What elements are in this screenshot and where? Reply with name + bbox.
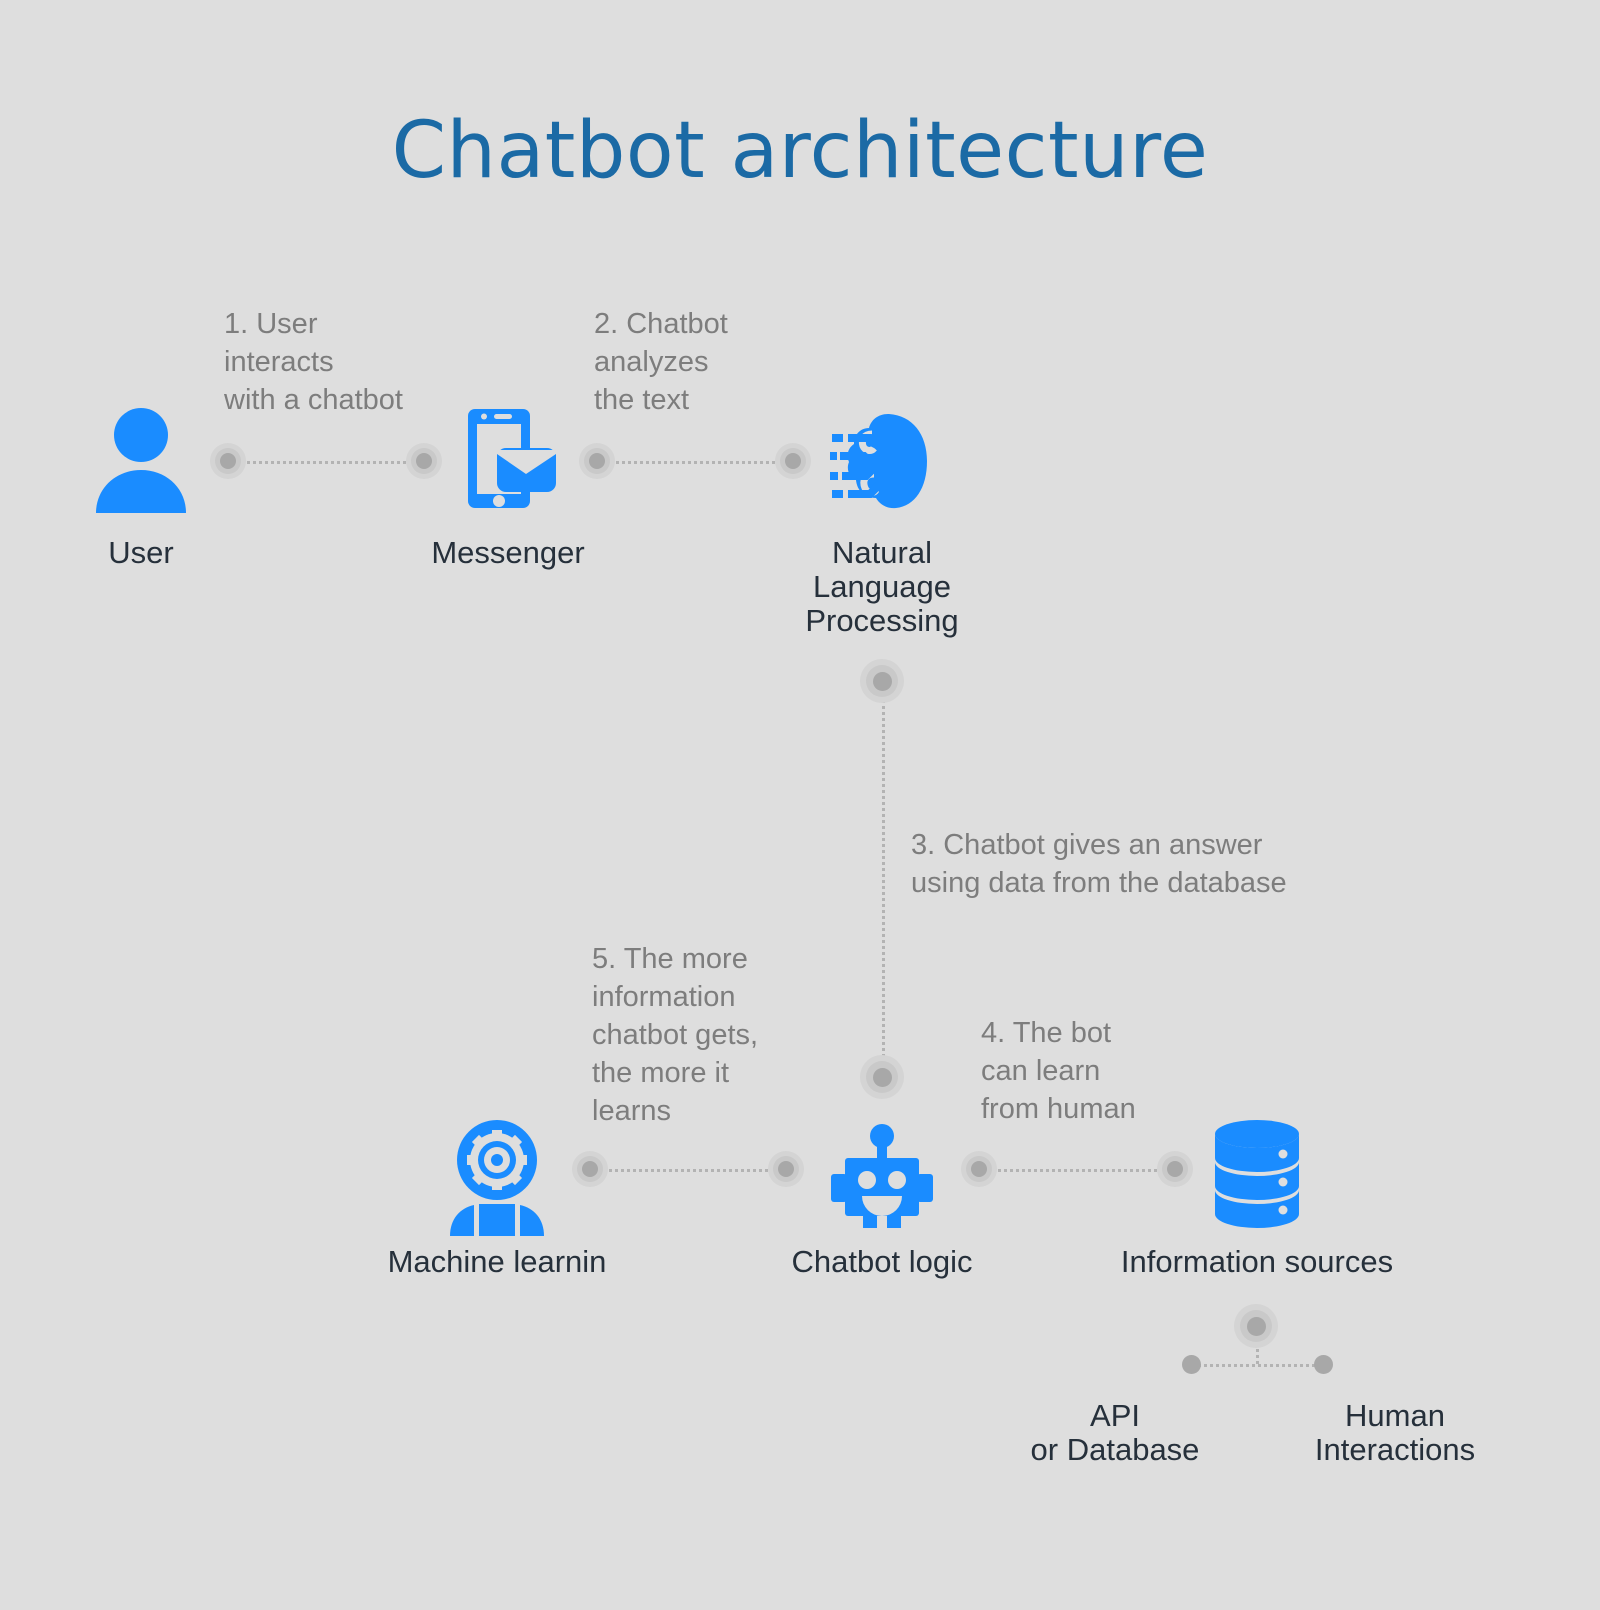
page-title: Chatbot architecture (391, 106, 1209, 196)
connector-chatbot-logic-to-sources (979, 1169, 1175, 1172)
step-2-text: 2. Chatbot analyzes the text (594, 308, 728, 416)
node-ring (215, 448, 241, 474)
node-ring (1240, 1310, 1272, 1342)
connector-node-chatbot-logic-left (768, 1151, 804, 1187)
connector-node-nlp-in (775, 443, 811, 479)
node-core (582, 1161, 598, 1177)
connector-node-sources-out (1234, 1304, 1278, 1348)
node-core (785, 453, 801, 469)
connector-node-chatbot-logic-right (961, 1151, 997, 1187)
node-core (971, 1161, 987, 1177)
connector-node-ml-out (572, 1151, 608, 1187)
label-api-or-database: API or Database (1030, 1398, 1200, 1467)
node-core (872, 671, 892, 691)
connector-node-sources-in (1157, 1151, 1193, 1187)
node-ring (584, 448, 610, 474)
person-gear-icon (446, 1118, 548, 1236)
robot-icon (829, 1124, 935, 1228)
connector-node-user-out (210, 443, 246, 479)
node-core (778, 1161, 794, 1177)
connector-ml-to-chatbot-logic (590, 1169, 786, 1172)
node-ring (773, 1156, 799, 1182)
step-3-text: 3. Chatbot gives an answer using data fr… (911, 829, 1287, 899)
node-core (589, 453, 605, 469)
label-messenger: Messenger (431, 535, 585, 570)
node-ring (780, 448, 806, 474)
label-nlp: Natural Language Processing (805, 535, 959, 638)
node-core (220, 453, 236, 469)
step-4-text: 4. The bot can learn from human (981, 1017, 1136, 1125)
label-user: User (108, 535, 174, 570)
brain-circuit-icon (830, 412, 936, 510)
connector-node-messenger-out (579, 443, 615, 479)
step-1-text: 1. User interacts with a chatbot (224, 308, 403, 416)
connector-user-to-messenger (228, 461, 424, 464)
node-core (416, 453, 432, 469)
node-core (872, 1067, 892, 1087)
database-icon (1213, 1118, 1301, 1230)
connector-node-nlp-out (860, 659, 904, 703)
connector-dot-api-or-database (1181, 1354, 1201, 1374)
node-ring (866, 665, 898, 697)
node-ring (1162, 1156, 1188, 1182)
messenger-phone-envelope-icon (464, 406, 558, 511)
node-ring (411, 448, 437, 474)
user-icon (95, 408, 187, 513)
label-chatbot-logic: Chatbot logic (791, 1244, 973, 1279)
connector-node-chatbot-logic-top (860, 1055, 904, 1099)
label-information-sources: Information sources (1120, 1244, 1394, 1279)
connector-messenger-to-nlp (597, 461, 793, 464)
connector-node-messenger-in (406, 443, 442, 479)
label-machine-learning: Machine learnin (387, 1244, 607, 1279)
node-core (1167, 1161, 1183, 1177)
step-5-text: 5. The more information chatbot gets, th… (592, 943, 759, 1127)
node-core (1246, 1316, 1266, 1336)
node-ring (577, 1156, 603, 1182)
connector-nlp-to-chatbot-logic (882, 681, 885, 1077)
connector-dot-human-interactions (1313, 1354, 1333, 1374)
node-ring (866, 1061, 898, 1093)
node-ring (966, 1156, 992, 1182)
label-human-interactions: Human Interactions (1314, 1398, 1476, 1467)
connector-sources-branch-bar (1191, 1364, 1323, 1367)
